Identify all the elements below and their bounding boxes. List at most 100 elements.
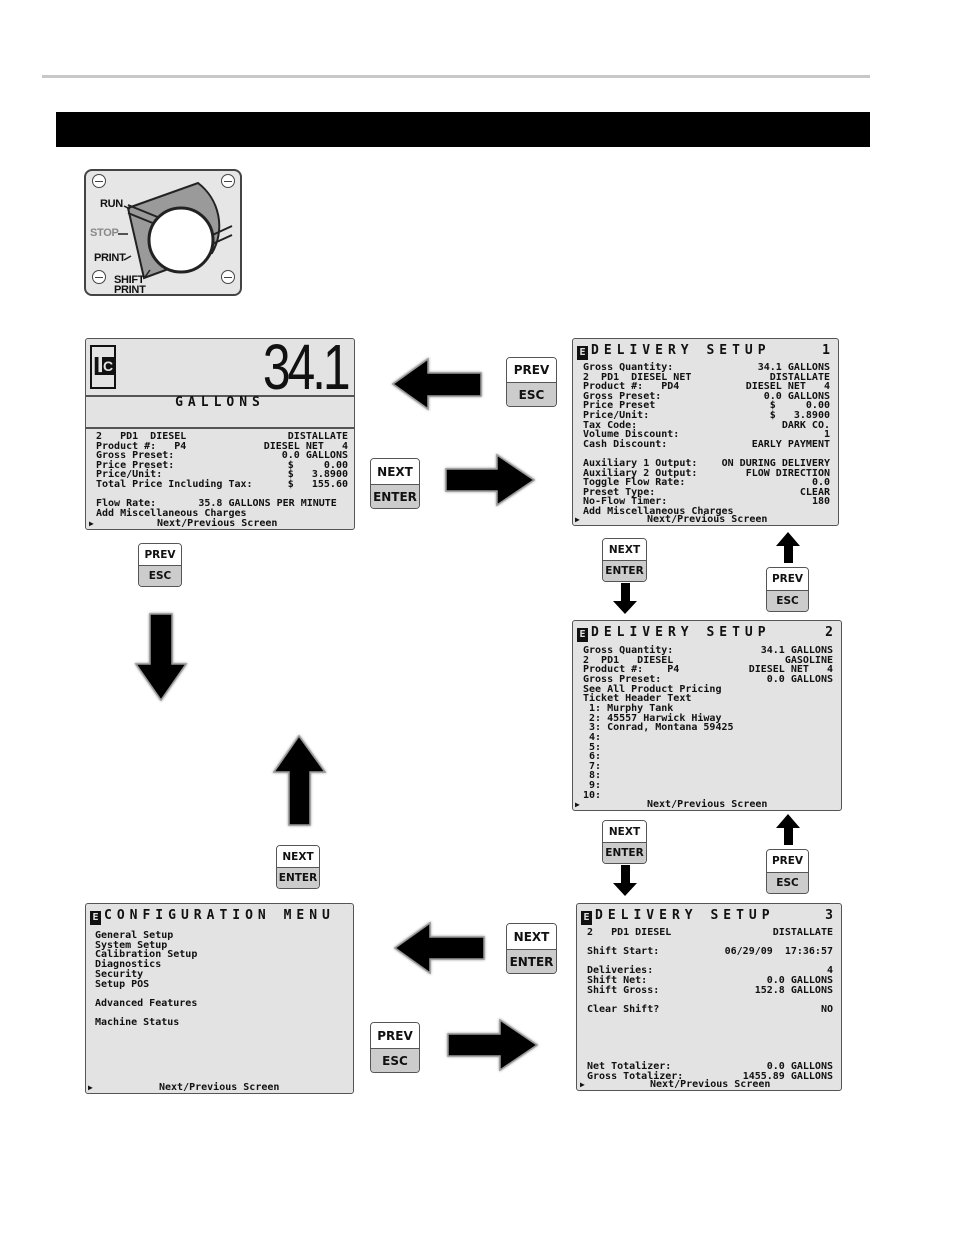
arrow-right-icon: ▶: [88, 1083, 93, 1092]
next-enter-key[interactable]: NEXT ENTER: [506, 923, 557, 974]
row-value: DISTALLATE: [769, 371, 830, 383]
row-label: Product #: P4: [583, 664, 680, 676]
screen-e-icon: E: [577, 346, 588, 360]
screen-e-icon: E: [577, 628, 588, 642]
row-value: DARK CO.: [781, 419, 830, 431]
screen-row: Gross Preset:0.0 GALLONS: [583, 390, 830, 402]
top-rule: [42, 75, 870, 78]
units-label: GALLONS: [175, 395, 265, 410]
row-label: Gross Preset:: [583, 673, 662, 685]
screen-row: 2: 45557 Harwick Hiway: [583, 713, 833, 724]
config-menu-item[interactable]: Advanced Features: [95, 997, 198, 1009]
arrow-right-icon: ▶: [575, 800, 580, 809]
next-enter-key[interactable]: NEXT ENTER: [370, 458, 420, 509]
config-menu-item[interactable]: Calibration Setup: [95, 949, 198, 961]
row-value: $ 155.60: [287, 479, 348, 490]
row-value: ON DURING DELIVERY: [721, 458, 830, 469]
screen-row: Product #: PD4 DIESEL NET 4: [583, 382, 830, 392]
screen-footer[interactable]: ▶Next/Previous Screen: [580, 1079, 771, 1090]
screen-row: Net Totalizer:0.0 GALLONS: [587, 1062, 833, 1072]
row-value: 0.0 GALLONS: [766, 975, 833, 986]
row-value: 06/29/09 17:36:57: [724, 946, 833, 958]
next-enter-key[interactable]: NEXT ENTER: [602, 538, 647, 582]
screen-row: 1: Murphy Tank: [583, 703, 833, 714]
screen-row: Total Price Including Tax:$ 155.60: [96, 480, 348, 490]
row-value: 152.8 GALLONS: [754, 984, 833, 996]
next-enter-key[interactable]: NEXT ENTER: [276, 845, 320, 889]
row-label: Volume Discount:: [583, 429, 680, 441]
arrow-right-icon: [445, 453, 536, 507]
row-value: DISTALLATE: [772, 927, 833, 938]
prev-esc-key[interactable]: PREV ESC: [766, 567, 809, 612]
row-label: Gross Totalizer:: [587, 1071, 684, 1082]
screen-e-icon: E: [90, 911, 101, 925]
switch-print-label: PRINT: [94, 252, 126, 264]
row-value: 0.0 GALLONS: [763, 390, 830, 402]
next-enter-key[interactable]: NEXT ENTER: [602, 820, 647, 864]
row-value: DISTALLATE: [287, 431, 348, 442]
screen-footer[interactable]: ▶Next/Previous Screen: [575, 799, 768, 810]
config-menu-item[interactable]: General Setup: [95, 930, 174, 941]
row-value: DIESEL NET 4: [745, 381, 830, 393]
arrow-up-icon: [776, 532, 800, 563]
screen-row: Volume Discount:1: [583, 430, 830, 440]
screen-row: Price Preset:$ 0.00: [96, 460, 348, 471]
screen-row: Auxiliary 2 Output: FLOW DIRECTION: [583, 467, 830, 479]
screen-row: Add Miscellaneous Charges: [583, 507, 830, 517]
prev-esc-key[interactable]: PREV ESC: [138, 543, 182, 587]
screen-row: Toggle Flow Rate:0.0: [583, 478, 830, 488]
screen-footer[interactable]: ▶Next/Previous Screen: [88, 1082, 280, 1093]
arrow-right-icon: ▶: [575, 515, 580, 524]
screen-row: Ticket Header Text: [583, 694, 833, 704]
row-label: 2 PD1 DIESEL: [583, 654, 674, 666]
screen-footer[interactable]: ▶Next/Previous Screen: [89, 518, 278, 529]
row-value: GASOLINE: [784, 654, 833, 666]
row-label: 9:: [583, 780, 602, 792]
row-value: FLOW DIRECTION: [745, 467, 830, 479]
config-menu-item[interactable]: Machine Status: [95, 1017, 180, 1029]
row-value: DIESEL NET 4: [748, 664, 833, 676]
arrow-up-icon: [272, 734, 327, 826]
row-label: Gross Quantity:: [583, 362, 674, 373]
screen-row: 3: Conrad, Montana 59425: [583, 723, 833, 733]
screw-icon: [221, 174, 235, 188]
row-label: Cash Discount:: [583, 438, 668, 450]
prev-esc-key[interactable]: PREV ESC: [506, 357, 557, 407]
screen-row: Gross Quantity:34.1 GALLONS: [583, 646, 833, 656]
row-label: Product #: P4: [96, 440, 187, 452]
row-value: $ 0.00: [769, 400, 830, 412]
screen-row: Price Preset$ 0.00: [583, 401, 830, 411]
row-value: $ 3.8900: [769, 410, 830, 421]
row-value: 0.0 GALLONS: [281, 450, 348, 462]
row-label: Product #: PD4: [583, 381, 680, 393]
config-menu-item[interactable]: System Setup: [95, 939, 168, 951]
screen-row: Auxiliary 1 Output:ON DURING DELIVERY: [583, 459, 830, 469]
row-label: Ticket Header Text: [583, 693, 692, 705]
screen-row: Product #: P4 DIESEL NET 4: [583, 665, 833, 675]
row-value: 1455.89 GALLONS: [742, 1071, 833, 1082]
prev-esc-key[interactable]: PREV ESC: [370, 1022, 420, 1073]
row-label: Flow Rate: 35.8 GALLONS PER MINUTE: [96, 498, 337, 510]
rotary-knob-icon[interactable]: [0, 0, 954, 320]
row-label: Auxiliary 2 Output:: [583, 467, 698, 479]
row-label: Tax Code:: [583, 419, 638, 431]
screen-footer[interactable]: ▶Next/Previous Screen: [575, 514, 768, 525]
config-menu-item[interactable]: Security: [95, 968, 144, 980]
config-menu-item[interactable]: Diagnostics: [95, 959, 162, 971]
arrow-down-icon: [613, 865, 637, 896]
screen-row: 8:: [583, 771, 833, 781]
switch-run-label: RUN: [100, 198, 123, 210]
prev-esc-key[interactable]: PREV ESC: [766, 849, 809, 894]
config-menu-item[interactable]: Setup POS: [95, 978, 150, 990]
screen-row: 4:: [583, 732, 833, 743]
arrow-down-icon: [134, 613, 188, 702]
row-label: 3: Conrad, Montana 59425: [583, 722, 734, 734]
screen-row: Deliveries:4: [587, 966, 833, 976]
